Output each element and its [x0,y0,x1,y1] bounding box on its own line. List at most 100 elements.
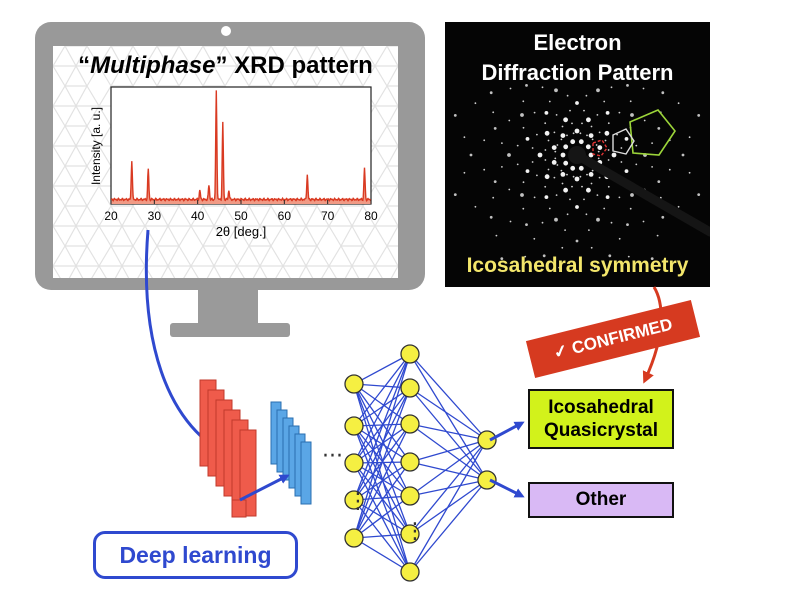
pentagon-medium [612,128,635,155]
diffraction-spot-faint [508,188,511,191]
diffraction-spot-faint [604,139,607,142]
diffraction-spot [453,114,457,117]
diffraction-spot [596,88,600,93]
diffraction-spot-faint [597,157,600,160]
output-arrow-other [489,478,525,498]
diffraction-spot [588,133,594,138]
network-edge [409,439,488,535]
diffraction-spot-faint [555,114,558,116]
diffraction-spot-faint [668,168,671,171]
output-icosahedral-quasicrystal: Icosahedral Quasicrystal [528,389,674,449]
diffraction-spot-faint [590,182,593,185]
diffraction-spot [493,127,497,130]
diffraction-spot-faint [492,196,495,199]
diffraction-spot-faint [597,150,600,153]
diffraction-spot-faint [572,175,575,178]
diffraction-spot-faint [629,100,632,103]
diffraction-spot-faint [556,164,559,166]
ellipsis-vertical-1: ⋮ [347,489,369,514]
diffraction-spot [575,239,579,243]
diffraction-spot [597,145,603,150]
network-node [400,486,420,506]
diffraction-spot-faint [474,205,477,208]
xrd-plot-frame [110,86,372,205]
diffraction-spot-faint [522,126,525,129]
diffraction-spot-faint [516,144,519,147]
diffraction-spot-faint [598,176,601,179]
network-edge [353,383,411,463]
network-edge [409,439,488,573]
diffraction-spot-faint [607,122,610,125]
diffraction-spot [657,127,661,130]
network-node [400,562,420,582]
diffraction-spot-faint [564,229,566,232]
deep-learning-label: Deep learning [93,531,298,579]
diffraction-spot [453,193,457,197]
diffraction-spot-faint [533,196,536,199]
diffraction-spot [586,117,591,123]
diffraction-spot [588,152,594,158]
diffraction-spot-faint [492,111,495,114]
diffraction-spot [563,144,569,150]
diffraction-spot-faint [620,147,623,149]
xrd-tick-label: 70 [321,209,335,223]
diffraction-spot-faint [643,119,646,122]
diffraction-spot-faint [533,111,536,114]
network-edge [353,387,411,539]
diffraction-spot-faint [581,122,583,125]
xrd-tick-label: 60 [278,209,292,223]
cnn-blue-layer [300,441,312,505]
diffraction-spot [630,113,634,117]
xrd-title-rest: ” XRD pattern [215,52,373,79]
electron-diffraction-panel [445,22,710,287]
network-edge [353,387,411,427]
diffraction-spot-faint [566,94,569,97]
diffraction-spot-faint [581,185,583,188]
diffraction-spot [551,160,557,165]
diffraction-spot-faint [522,207,525,210]
diffraction-spot-faint [598,131,601,134]
diffraction-spot [624,169,629,174]
diffraction-spot-faint [561,246,564,249]
diffraction-spot [570,165,576,171]
diffraction-spot [544,174,550,180]
diffraction-spot [697,193,701,197]
diffraction-spot [551,145,557,150]
icosahedral-symmetry-label: Icosahedral symmetry [466,254,689,277]
diffraction-spot-faint [516,163,519,166]
network-node [477,430,497,450]
network-edge [409,353,488,441]
diffraction-spot-faint [553,176,556,179]
xrd-title: “Multiphase” XRD pattern [78,52,373,79]
diffraction-spot-faint [618,196,621,199]
diffraction-spot [605,111,610,115]
diffraction-spot [520,193,524,197]
diffraction-spot-faint [607,185,610,188]
network-edge [353,461,411,539]
diffraction-spot-faint [688,136,691,139]
electron-title-line2: Diffraction Pattern [481,60,674,85]
diffraction-spot [542,254,546,258]
network-edge [353,353,411,385]
diffraction-spot [626,223,629,227]
diffraction-spot-faint [629,207,632,210]
diffraction-spot [563,187,568,193]
diffraction-spot-faint [596,194,599,197]
diffraction-spot-faint [474,102,477,105]
diffraction-spot-faint [554,157,557,160]
diffraction-spot-faint [610,86,613,89]
diffraction-spot-faint [531,147,534,149]
output-arrow-icosahedral [489,421,525,442]
diffraction-spot [575,205,579,209]
pentagon-small [592,139,608,157]
diffraction-spot-faint [586,134,588,137]
diffraction-spot-faint [571,122,573,125]
network-edge [409,479,488,573]
diffraction-spot-faint [677,102,680,105]
diffraction-spot-faint [509,87,512,90]
monitor-camera [221,26,231,36]
diffraction-spot [560,152,566,158]
network-edge [353,462,411,497]
network-node [400,452,420,472]
diffraction-spot-faint [531,161,534,163]
